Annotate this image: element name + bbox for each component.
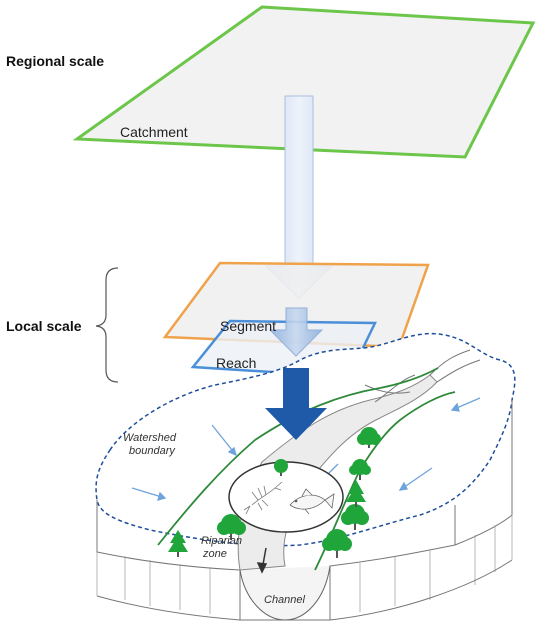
local-scale-bracket xyxy=(95,267,119,383)
conifer-tree-icon xyxy=(168,480,366,557)
downscale-arrow-medium xyxy=(268,307,324,357)
riparian-zone-label: Riparian zone xyxy=(201,535,242,561)
habitat-ellipse xyxy=(228,461,344,533)
fish-icon xyxy=(289,488,335,515)
deciduous-tree-icon xyxy=(217,427,381,558)
riparian-boundary-right xyxy=(314,391,456,571)
landscape-block-bottom xyxy=(96,559,513,621)
channel-flow-arrow xyxy=(256,547,268,574)
channel-cross-section xyxy=(239,565,331,621)
riparian-label-line2: zone xyxy=(203,548,227,560)
regional-scale-label: Regional scale xyxy=(6,53,105,69)
riparian-label-line1: Riparian xyxy=(201,535,242,547)
watershed-label-line2: boundary xyxy=(129,445,175,457)
downscale-arrow-dark xyxy=(265,368,327,440)
catchment-plane xyxy=(72,5,536,159)
channel-label: Channel xyxy=(264,594,305,606)
reach-label: Reach xyxy=(216,355,257,371)
catchment-label: Catchment xyxy=(120,124,188,140)
watershed-label-line1: Watershed xyxy=(123,432,176,444)
block-vertical-lines xyxy=(96,515,513,614)
segment-label: Segment xyxy=(220,318,277,334)
invertebrate-icon xyxy=(243,481,283,515)
local-scale-label: Local scale xyxy=(6,318,82,334)
stream-tributary xyxy=(364,349,481,403)
watershed-boundary-label: Watershed boundary xyxy=(123,432,176,458)
